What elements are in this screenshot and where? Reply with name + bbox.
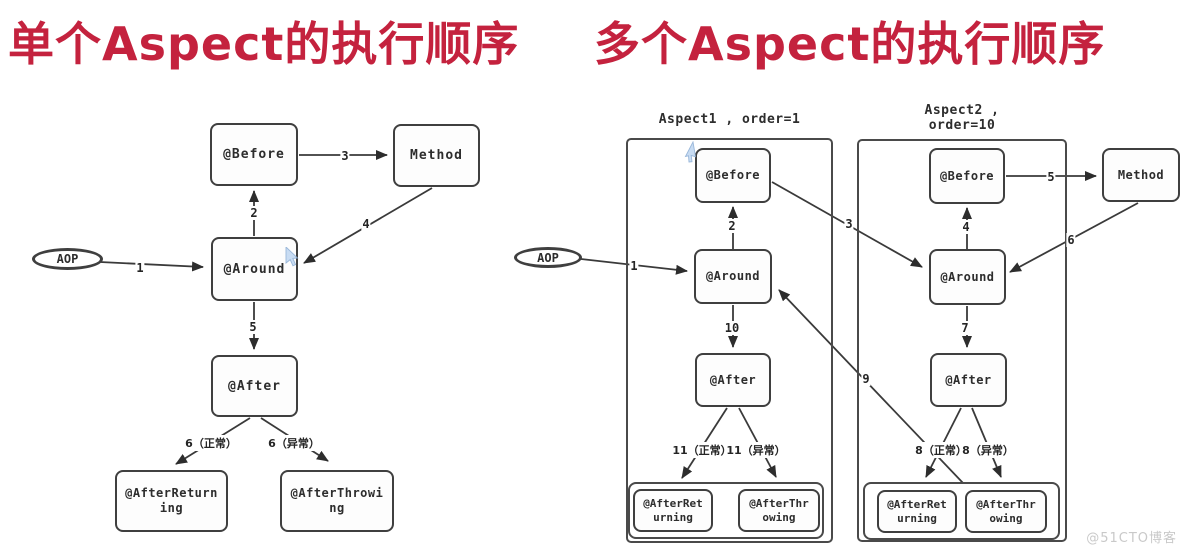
- aspect1-container: [626, 138, 833, 543]
- edge-label-11-exception: 11（异常）: [725, 442, 787, 458]
- edge-label-5-left: 5: [248, 320, 258, 334]
- aspect2-title: Aspect2 , order=10: [924, 103, 1000, 133]
- node-after-returning-aspect1: @AfterRet urning: [633, 489, 713, 532]
- edge-label-1-left: 1: [135, 261, 145, 275]
- aop-ellipse-right: AOP: [514, 247, 582, 268]
- left-diagram-title: 单个Aspect的执行顺序: [8, 17, 520, 71]
- edge-label-10-right: 10: [723, 321, 741, 335]
- edge-label-1-right: 1: [629, 259, 639, 273]
- edge-label-8-normal: 8（正常）: [914, 442, 968, 458]
- node-before-left: @Before: [210, 123, 298, 186]
- mouse-pointer-icon: [684, 141, 696, 163]
- node-around-aspect1: @Around: [694, 249, 772, 304]
- edge-label-6-right: 6: [1066, 233, 1076, 247]
- edge-label-4-left: 4: [361, 217, 371, 231]
- node-after-left: @After: [211, 355, 298, 417]
- mouse-pointer-icon: [285, 247, 299, 267]
- edge-label-6-exception-left: 6（异常）: [267, 435, 321, 451]
- node-after-aspect1: @After: [695, 353, 771, 407]
- node-after-returning-aspect2: @AfterRet urning: [877, 490, 957, 533]
- edge-label-5-right: 5: [1046, 170, 1056, 184]
- edge-label-2-right: 2: [727, 219, 737, 233]
- edge-label-3-right: 3: [844, 217, 854, 231]
- edge-label-6-normal-left: 6（正常）: [184, 435, 238, 451]
- node-after-aspect2: @After: [930, 353, 1007, 407]
- node-method-right: Method: [1102, 148, 1180, 202]
- edge-label-11-normal: 11（正常）: [671, 442, 733, 458]
- node-after-throwing-left: @AfterThrowi ng: [280, 470, 394, 532]
- edge-left-1: [99, 261, 204, 272]
- node-method-left: Method: [393, 124, 480, 187]
- node-after-throwing-aspect1: @AfterThr owing: [738, 489, 820, 532]
- aspect1-after-group-box: [628, 482, 824, 539]
- node-after-throwing-aspect2: @AfterThr owing: [965, 490, 1047, 533]
- node-around-aspect2: @Around: [929, 249, 1006, 305]
- right-diagram-title: 多个Aspect的执行顺序: [594, 17, 1106, 71]
- edge-label-4-right: 4: [961, 220, 971, 234]
- aspect2-container: [857, 139, 1067, 542]
- node-before-aspect1: @Before: [695, 148, 771, 203]
- edge-label-3-left: 3: [340, 149, 350, 163]
- aspect1-title: Aspect1 , order=1: [658, 112, 801, 127]
- node-around-left: @Around: [211, 237, 298, 301]
- aop-ellipse-left: AOP: [32, 248, 103, 270]
- node-before-aspect2: @Before: [929, 148, 1005, 204]
- node-after-returning-left: @AfterReturn ing: [115, 470, 228, 532]
- edge-label-7-right: 7: [960, 321, 970, 335]
- watermark: @51CTO博客: [1086, 531, 1177, 546]
- edge-label-8-exception: 8（异常）: [961, 442, 1015, 458]
- edge-label-9-right: 9: [861, 372, 871, 386]
- edge-label-2-left: 2: [249, 206, 259, 220]
- aspect2-after-group-box: [863, 482, 1060, 540]
